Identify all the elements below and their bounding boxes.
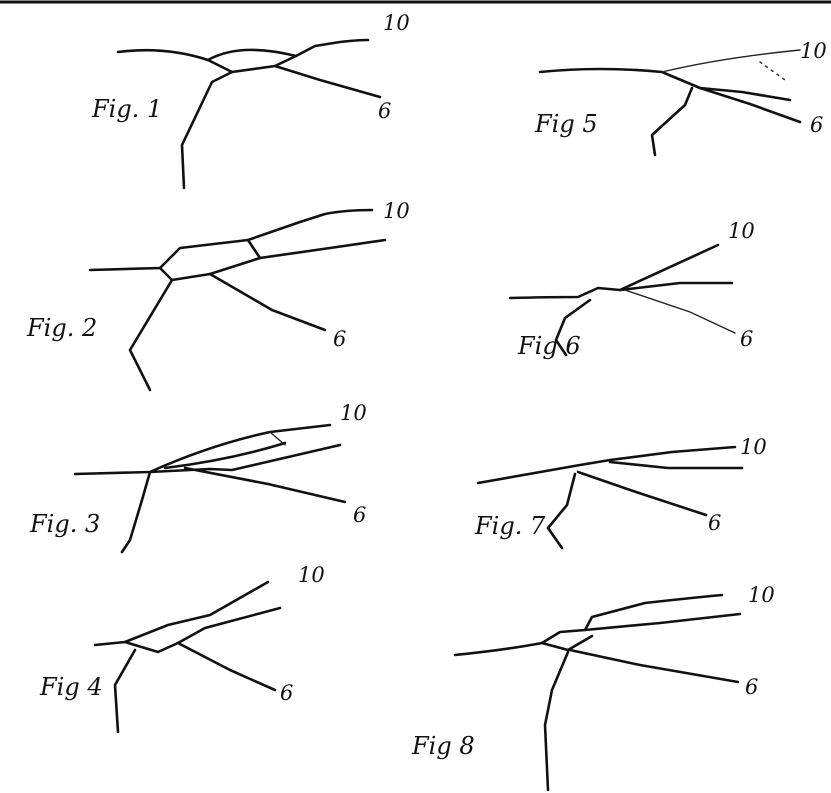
- figure-6-caption: Fig 6: [517, 332, 581, 360]
- figure-1: 10 6 Fig. 1: [91, 11, 410, 190]
- figure-2-caption: Fig. 2: [26, 314, 97, 342]
- figure-8-label-6: 6: [745, 675, 758, 699]
- figure-7-label-10: 10: [740, 435, 767, 459]
- figure-8-label-10: 10: [748, 583, 775, 607]
- figure-4-label-10: 10: [298, 563, 325, 587]
- figure-5-label-10: 10: [800, 39, 827, 63]
- figure-7-caption: Fig. 7: [474, 512, 546, 540]
- figure-2-label-10: 10: [383, 199, 410, 223]
- figure-6-label-6: 6: [740, 327, 753, 351]
- figure-2: 10 6 Fig. 2: [26, 199, 410, 392]
- figure-3-label-6: 6: [353, 503, 366, 527]
- figure-7-label-6: 6: [708, 511, 721, 535]
- figure-2-label-6: 6: [333, 327, 346, 351]
- figure-6-label-10: 10: [728, 219, 755, 243]
- figure-8: 10 6 Fig 8: [411, 583, 775, 792]
- figure-4: 10 6 Fig 4: [39, 563, 325, 734]
- figure-3: 10 6 Fig. 3: [29, 401, 367, 554]
- figure-4-caption: Fig 4: [39, 673, 103, 701]
- figure-4-label-6: 6: [280, 681, 293, 705]
- figure-1-label-10: 10: [383, 11, 410, 35]
- figure-3-caption: Fig. 3: [29, 510, 100, 538]
- figure-1-caption: Fig. 1: [91, 95, 162, 123]
- figure-5: 10 6 Fig 5: [534, 39, 827, 157]
- figure-5-caption: Fig 5: [534, 110, 598, 138]
- figure-8-caption: Fig 8: [411, 732, 475, 760]
- figure-6: 10 6 Fig 6: [508, 219, 755, 360]
- figure-1-label-6: 6: [378, 99, 391, 123]
- figure-3-label-10: 10: [340, 401, 367, 425]
- figure-7: 10 6 Fig. 7: [474, 435, 767, 550]
- figure-5-label-6: 6: [810, 113, 823, 137]
